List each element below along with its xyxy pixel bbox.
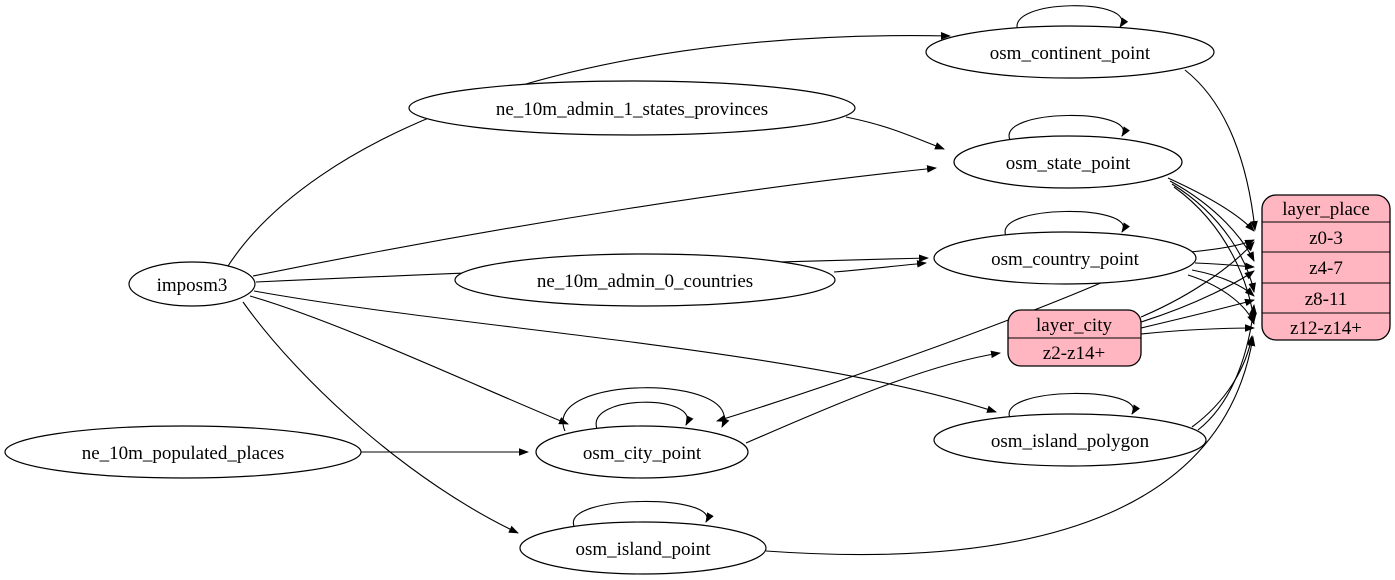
edge-imposm3-osm_state_point [252, 165, 937, 277]
node-layer_city-row-z2-z14: z2-z14+ [1043, 343, 1105, 364]
node-osm_country_point-label: osm_country_point [991, 249, 1139, 270]
node-imposm3-shape [128, 261, 256, 307]
node-ne_10m_admin_1_states_provinces-label: ne_10m_admin_1_states_provinces [496, 99, 768, 120]
node-ne_10m_populated_places-label: ne_10m_populated_places [82, 443, 285, 464]
node-osm_island_point-shape [519, 521, 767, 575]
node-osm_state_point-shape [953, 135, 1183, 189]
self-loop-osm_continent_point [1016, 5, 1129, 32]
node-imposm3: imposm3 [128, 261, 256, 307]
edge-osm_state_point-layer_place-z4-7 [1169, 180, 1255, 262]
edge-osm_city_point-layer_city-z2 [745, 350, 1001, 444]
edge-osm_island_polygon-layer_place-z8-11 [1197, 304, 1257, 431]
edge-osm_country_point-osm_city_point [716, 281, 1104, 422]
edge-imposm3-osm_island_point [242, 301, 519, 534]
node-layer_place: layer_place z0-3 z4-7 z8-11 z12-z14+ [1261, 194, 1391, 341]
node-osm_city_point: osm_city_point [535, 425, 749, 479]
edge-osm_country_point-layer_place-z12-z14 [1187, 274, 1255, 325]
node-ne_10m_admin_0_countries-shape [454, 253, 836, 307]
node-ne_10m_populated_places: ne_10m_populated_places [4, 425, 362, 479]
node-layer_place-row-z0-3: z0-3 [1309, 228, 1343, 249]
node-ne_10m_admin_0_countries: ne_10m_admin_0_countries [454, 253, 836, 307]
node-osm_state_point: osm_state_point [953, 135, 1183, 189]
edge-imposm3-osm_continent_point [227, 32, 951, 267]
edge-layer_city-layer_place-z8-11 [1140, 298, 1255, 329]
node-ne_10m_admin_1_states_provinces-shape [408, 80, 856, 136]
node-layer_place-row-z8-11: z8-11 [1305, 289, 1348, 310]
node-layer: imposm3 ne_10m_admin_1_states_provinces … [4, 25, 1391, 575]
node-osm_city_point-shape [535, 425, 749, 479]
node-layer_place-row-z4-7: z4-7 [1309, 258, 1343, 279]
self-loop-osm_island_polygon [1008, 392, 1141, 419]
node-ne_10m_admin_0_countries-label: ne_10m_admin_0_countries [537, 271, 753, 292]
node-osm_continent_point: osm_continent_point [925, 25, 1215, 79]
edge-osm_state_point-layer_place-z8-11 [1171, 183, 1256, 293]
edge-osm_island_point-layer_place-z12-z14 [765, 336, 1256, 556]
node-layer_city: layer_city z2-z14+ [1007, 309, 1142, 367]
node-osm_continent_point-label: osm_continent_point [990, 43, 1151, 64]
node-osm_island_polygon-label: osm_island_polygon [991, 431, 1150, 452]
self-loop-osm_state_point [1008, 114, 1131, 141]
node-osm_country_point-shape [933, 231, 1197, 285]
node-osm_island_point-label: osm_island_point [575, 539, 711, 560]
self-loop-osm_island_point [573, 500, 714, 527]
edge-osm_country_point-layer_place-z8-11 [1191, 269, 1255, 297]
edge-osm_state_point-layer_place-z0-3 [1167, 177, 1255, 232]
node-osm_island_polygon-shape [933, 413, 1207, 467]
node-layer_place-title: layer_place [1282, 199, 1370, 220]
node-osm_continent_point-shape [925, 25, 1215, 79]
node-layer_place-row-z12-z14: z12-z14+ [1290, 318, 1362, 339]
edge-layer [227, 5, 1258, 556]
edge-osm_country_point-layer_place-z0-3 [1189, 239, 1255, 253]
edge-imposm3-osm_island_polygon [253, 290, 997, 413]
node-osm_country_point: osm_country_point [933, 231, 1197, 285]
edge-imposm3-osm_city_point [249, 295, 569, 425]
self-loop-osm_country_point [1004, 210, 1131, 237]
edge-layer_city-layer_place-z12-z14 [1140, 324, 1255, 335]
node-layer_place-shape [1261, 194, 1391, 341]
node-osm_city_point-label: osm_city_point [583, 443, 702, 464]
node-osm_island_point: osm_island_point [519, 521, 767, 575]
self-loop-osm_city_point-outer [562, 387, 730, 432]
node-imposm3-label: imposm3 [157, 275, 228, 296]
node-ne_10m_populated_places-shape [4, 425, 362, 479]
edge-ne_10m_admin_0_countries-osm_country_point [833, 260, 927, 273]
node-osm_state_point-label: osm_state_point [1006, 153, 1131, 174]
self-loop-osm_city_point-inner [595, 401, 694, 430]
node-ne_10m_admin_1_states_provinces: ne_10m_admin_1_states_provinces [408, 80, 856, 136]
node-osm_island_polygon: osm_island_polygon [933, 413, 1207, 467]
edge-layer_city-layer_place-z0-3 [1140, 241, 1255, 318]
edge-layer_city-layer_place-z4-7 [1140, 270, 1255, 323]
edge-osm_continent_point-layer_place-z0-3 [1184, 69, 1258, 231]
edge-ne_10m_admin_1_states_provinces-osm_state_point [845, 116, 945, 150]
edge-osm_island_polygon-layer_place-z12-z14 [1191, 335, 1255, 428]
node-layer_city-title: layer_city [1036, 315, 1112, 336]
